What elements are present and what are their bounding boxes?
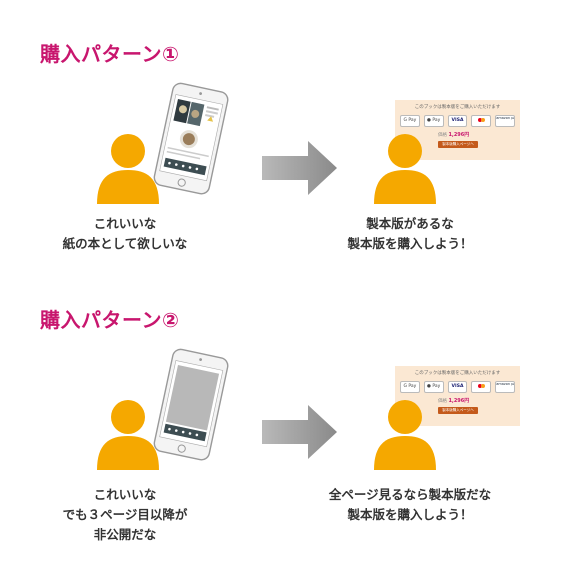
smartphone-icon — [153, 348, 229, 461]
price-value: 1,296円 — [448, 132, 470, 138]
right-arrow-icon — [262, 405, 337, 459]
purchase-card-text: このブックは製本版をご購入いただけます — [414, 371, 501, 376]
price-row: 価格 1,296円 — [438, 397, 515, 404]
apple-pay-button[interactable]: ● Pay — [423, 381, 444, 393]
mastercard-icon — [478, 383, 483, 388]
mastercard-icon — [478, 117, 483, 122]
visa-button[interactable]: VISA — [447, 115, 468, 127]
person-silhouette-icon — [97, 400, 159, 470]
buy-print-edition-button[interactable]: 製本版購入ページへ — [438, 141, 478, 148]
mastercard-button[interactable] — [471, 115, 492, 127]
google-pay-button[interactable]: G Pay — [400, 381, 420, 393]
person-silhouette-icon — [374, 400, 436, 470]
price-label: 価格 — [438, 133, 447, 138]
price-label: 価格 — [438, 399, 447, 404]
pattern1-title: 購入パターン① — [40, 42, 180, 66]
amazon-pay-button[interactable]: amazon pay — [495, 381, 515, 393]
pattern1-right-caption: 製本版があるな 製本版を購入しよう！ — [347, 216, 473, 251]
pattern2-left-caption: これいいな でも３ページ目以降が 非公開だな — [62, 487, 188, 542]
mastercard-icon-circle — [480, 117, 485, 122]
visa-button[interactable]: VISA — [447, 381, 468, 393]
pattern1-left-caption: これいいな 紙の本として欲しいな — [62, 216, 188, 251]
apple-icon: ● — [427, 118, 431, 123]
smartphone-icon — [153, 82, 229, 195]
pattern2-right-caption: 全ページ見るなら製本版だな 製本版を購入しよう！ — [328, 487, 492, 522]
amazon-pay-button[interactable]: amazon pay — [495, 115, 515, 127]
buy-print-edition-button[interactable]: 製本版購入ページへ — [438, 407, 478, 414]
price-value: 1,296円 — [448, 398, 470, 404]
person-silhouette-icon — [97, 134, 159, 204]
payment-buttons: G Pay ● Pay VISA amazon pay — [400, 115, 515, 127]
right-arrow-icon — [262, 141, 337, 195]
person-silhouette-icon — [374, 134, 436, 204]
pattern2-title: 購入パターン② — [40, 308, 180, 332]
price-row: 価格 1,296円 — [438, 131, 515, 138]
purchase-card: このブックは製本版をご購入いただけます G Pay ● Pay VISA ama… — [395, 100, 520, 160]
apple-pay-button[interactable]: ● Pay — [423, 115, 444, 127]
google-pay-button[interactable]: G Pay — [400, 115, 420, 127]
mastercard-button[interactable] — [471, 381, 492, 393]
mastercard-icon-circle — [480, 383, 485, 388]
payment-buttons: G Pay ● Pay VISA amazon pay — [400, 381, 515, 393]
purchase-card-text: このブックは製本版をご購入いただけます — [414, 105, 501, 110]
apple-icon: ● — [427, 384, 431, 389]
